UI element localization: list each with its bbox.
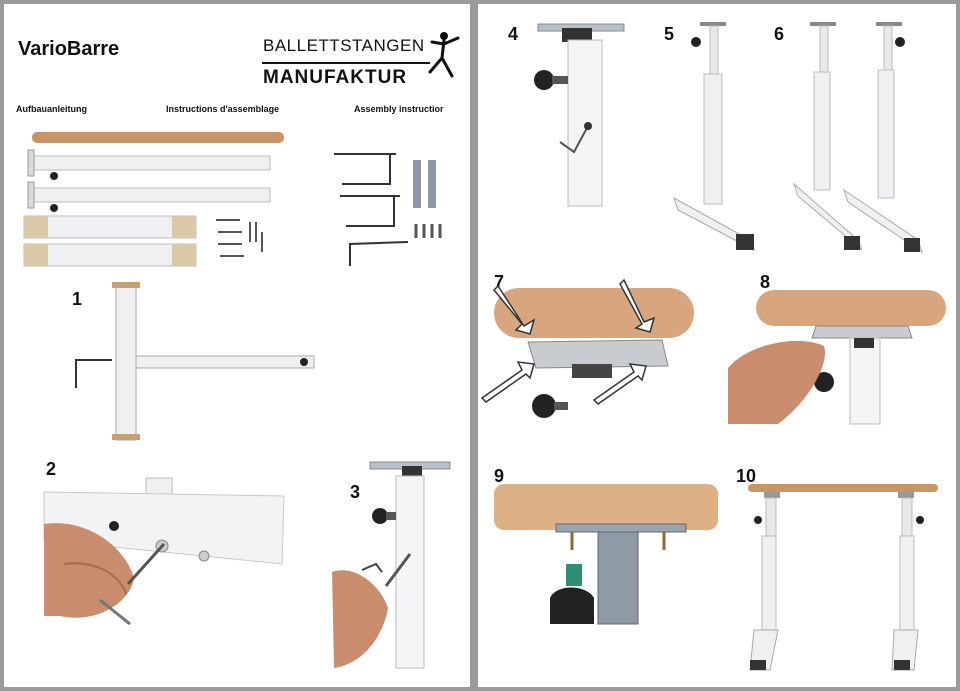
left-instruction-page: VarioBarre BALLETTSTANGEN MANUFAKTUR Auf… — [4, 4, 470, 687]
right-instruction-page: 4 5 6 7 — [478, 4, 956, 687]
step-10-illustration — [748, 484, 938, 671]
subtitle-french: Instructions d'assemblage — [166, 104, 280, 114]
step-2-illustration — [43, 477, 285, 626]
step-6-label: 6 — [774, 24, 785, 44]
ballerina-logo-icon — [428, 32, 460, 78]
subtitle-english: Assembly instructior — [354, 104, 444, 114]
step-10-label: 10 — [736, 466, 757, 486]
step-4-illustration — [534, 23, 625, 207]
step-4-label: 4 — [508, 24, 519, 44]
step-6-illustration — [792, 22, 923, 254]
document-title: VarioBarre — [18, 38, 120, 60]
hardware-parts — [334, 153, 409, 266]
step-8-illustration — [728, 290, 946, 425]
brand-divider — [262, 62, 430, 64]
step-8-label: 8 — [760, 272, 771, 292]
step-9-label: 9 — [494, 466, 505, 486]
brand-name-line2: MANUFAKTUR — [263, 67, 408, 88]
brand-name-line1: BALLETTSTANGEN — [263, 36, 425, 55]
step-1-label: 1 — [72, 289, 83, 309]
step-7-illustration — [480, 278, 694, 418]
step-1-illustration — [75, 282, 315, 441]
step-5-label: 5 — [664, 24, 675, 44]
wooden-barre-part — [32, 132, 284, 143]
step-3-label: 3 — [350, 482, 361, 502]
subtitle-german: Aufbauanleitung — [16, 104, 87, 114]
step-2-label: 2 — [46, 459, 57, 479]
step-9-illustration — [494, 484, 718, 625]
step-7-label: 7 — [494, 272, 505, 292]
parts-overview-illustration — [23, 132, 442, 267]
step-5-illustration — [673, 22, 755, 252]
step-3-illustration — [332, 461, 451, 669]
